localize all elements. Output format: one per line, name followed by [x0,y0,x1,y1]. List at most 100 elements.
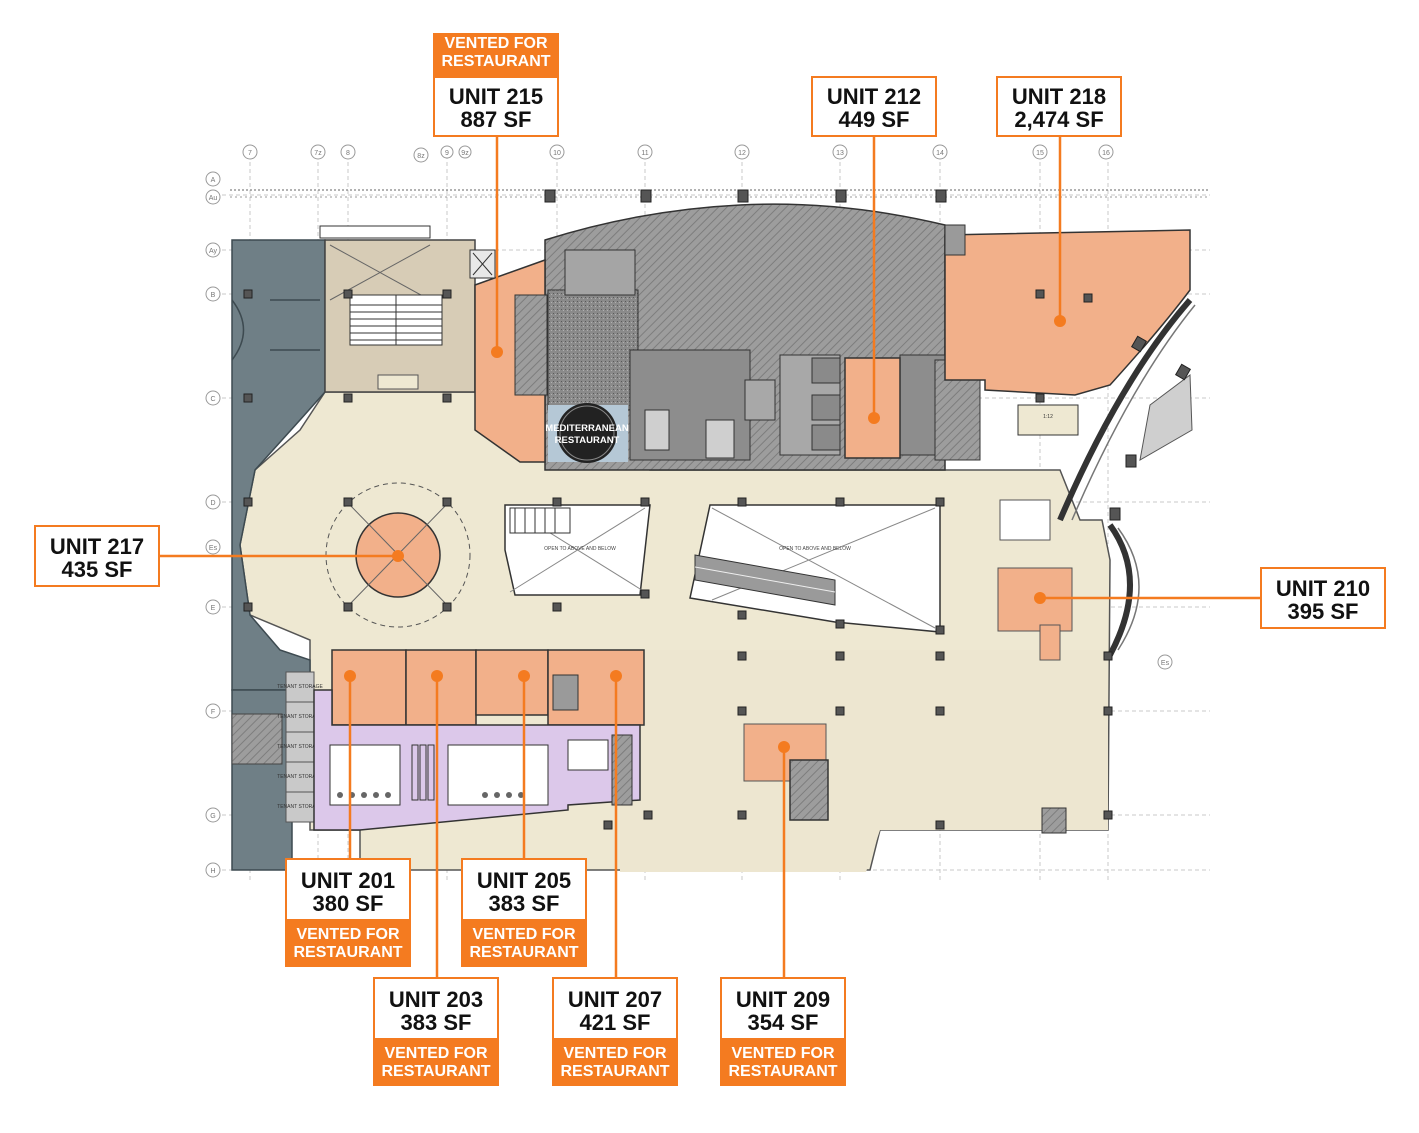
unit-215-vented-badge: VENTED FOR RESTAURANT [433,33,559,76]
unit-203-vented-badge: VENTED FOR RESTAURANT [373,1040,499,1086]
grid-col-10: 10 [553,150,561,157]
grid-row-f: F [211,709,215,716]
unit-210-area: 395 SF [1287,599,1359,624]
vented-line-2: RESTAURANT [469,944,579,961]
unit-215-callout[interactable]: UNIT 215 887 SF [433,76,559,137]
unit-215-area: 887 SF [460,107,532,132]
vented-line-1: VENTED FOR [731,1045,835,1062]
grid-row-h: H [210,868,215,875]
grid-col-8: 8 [346,150,350,157]
unit-217-callout[interactable]: UNIT 217 435 SF [34,525,160,587]
vented-line-1: VENTED FOR [296,926,400,943]
grid-row-d: D [210,500,215,507]
unit-218-callout[interactable]: UNIT 218 2,474 SF [996,76,1122,137]
unit-201-area: 380 SF [312,891,384,916]
unit-207-area: 421 SF [579,1010,651,1035]
grid-row-e: E [211,605,216,612]
vented-line-2: RESTAURANT [441,53,551,70]
logo-line-2: RESTAURANT [555,435,620,446]
unit-217-area: 435 SF [61,557,133,582]
unit-217-label: UNIT 217 [49,534,145,559]
tenant-storage-label-1: TENANT STORAGE [277,684,323,690]
grid-bubbles [205,144,1173,878]
vented-line-1: VENTED FOR [472,926,576,943]
unit-207-vented-badge: VENTED FOR RESTAURANT [552,1040,678,1086]
unit-207-label: UNIT 207 [567,987,663,1012]
grid-col-8z: 8z [417,153,425,160]
grid-row-a: A [211,177,216,184]
tenant-storage-label-5: TENANT STORAGE [277,804,323,810]
unit-205-vented-badge: VENTED FOR RESTAURANT [461,921,587,967]
unit-207-callout[interactable]: UNIT 207 421 SF [552,977,678,1040]
grid-row-b: B [211,292,216,299]
unit-201-label: UNIT 201 [300,868,396,893]
vented-line-2: RESTAURANT [381,1063,491,1080]
svg-text:1:12: 1:12 [1043,414,1053,420]
unit-218-area [944,229,1191,396]
logo-line-1: MEDITERRANEAN [545,423,629,434]
structural-columns [243,189,1192,830]
tenant-storage-label-3: TENANT STORAGE [277,744,323,750]
unit-205-area: 383 SF [488,891,560,916]
unit-209-vented-badge: VENTED FOR RESTAURANT [720,1040,846,1086]
curved-facade [1057,298,1193,522]
unit-212-label: UNIT 212 [826,84,922,109]
grid-row-ay: Ay [209,248,218,255]
unit-203-area [405,649,477,726]
tenant-storage-label-2: TENANT STORAGE [277,714,323,720]
grid-col-9: 9 [445,150,449,157]
unit-201-callout[interactable]: UNIT 201 380 SF [285,858,411,921]
grid-col-12: 12 [738,150,746,157]
grid-row-g: G [210,813,215,820]
unit-201-vented-badge: VENTED FOR RESTAURANT [285,921,411,967]
vented-line-2: RESTAURANT [293,944,403,961]
grid-bubble-labels: 7 7z 8 8z 9 9z 10 11 12 13 14 15 16 A Au… [209,150,1170,875]
grid-col-15: 15 [1036,150,1044,157]
bridge-note: OPEN TO ABOVE AND BELOW [779,546,851,552]
unit-218-area: 2,474 SF [1014,107,1104,132]
unit-212-callout[interactable]: UNIT 212 449 SF [811,76,937,137]
vented-line-1: VENTED FOR [563,1045,667,1062]
vented-line-1: VENTED FOR [384,1045,488,1062]
grid-row-es-right: Es [1161,660,1170,667]
unit-218-label: UNIT 218 [1011,84,1107,109]
grid-row-c: C [210,396,215,403]
unit-201-area [331,649,407,726]
unit-212-area: 449 SF [838,107,910,132]
grid-row-au: Au [209,195,218,202]
grid-col-9z: 9z [461,150,469,157]
leader-dots [344,315,1066,753]
canopy-glazing [1139,374,1193,461]
grid-col-7: 7 [248,150,252,157]
unit-210-label: UNIT 210 [1275,576,1371,601]
atrium-note: OPEN TO ABOVE AND BELOW [544,546,616,552]
unit-205-label: UNIT 205 [476,868,572,893]
mediterranean-restaurant-logo: MEDITERRANEAN RESTAURANT [545,403,629,463]
vented-line-1: VENTED FOR [444,35,548,52]
grid-row-es: Es [209,545,218,552]
atrium-opening-right [689,504,941,633]
grid-col-11: 11 [641,150,648,157]
unit-209-label: UNIT 209 [735,987,831,1012]
unit-212-area [844,357,901,459]
unit-209-callout[interactable]: UNIT 209 354 SF [720,977,846,1040]
escalators [694,554,836,606]
unit-205-area [475,649,549,716]
unit-203-callout[interactable]: UNIT 203 383 SF [373,977,499,1040]
tenant-storage: TENANT STORAGE TENANT STORAGE TENANT STO… [277,671,323,823]
unit-205-callout[interactable]: UNIT 205 383 SF [461,858,587,921]
unit-210-callout[interactable]: UNIT 210 395 SF [1260,567,1386,629]
unit-215-label: UNIT 215 [448,84,544,109]
grid-col-16: 16 [1102,150,1110,157]
unit-203-area: 383 SF [400,1010,472,1035]
grid-col-7z: 7z [314,150,322,157]
vented-line-2: RESTAURANT [560,1063,670,1080]
leader-lines [158,135,1262,980]
grid-col-13: 13 [836,150,844,157]
grid-col-14: 14 [936,150,944,157]
tenant-storage-label-4: TENANT STORAGE [277,774,323,780]
unit-203-label: UNIT 203 [388,987,484,1012]
unit-209-area: 354 SF [747,1010,819,1035]
south-units [331,649,645,726]
